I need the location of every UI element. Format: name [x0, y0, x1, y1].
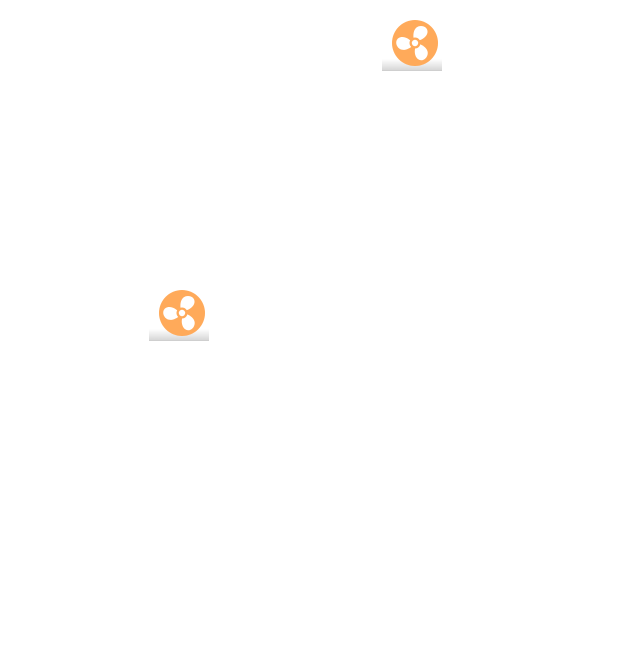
- fan-icon: [159, 290, 205, 336]
- fan-icon: [392, 20, 438, 66]
- fan-marker-2[interactable]: [149, 289, 209, 341]
- fan-marker-1[interactable]: [382, 19, 442, 71]
